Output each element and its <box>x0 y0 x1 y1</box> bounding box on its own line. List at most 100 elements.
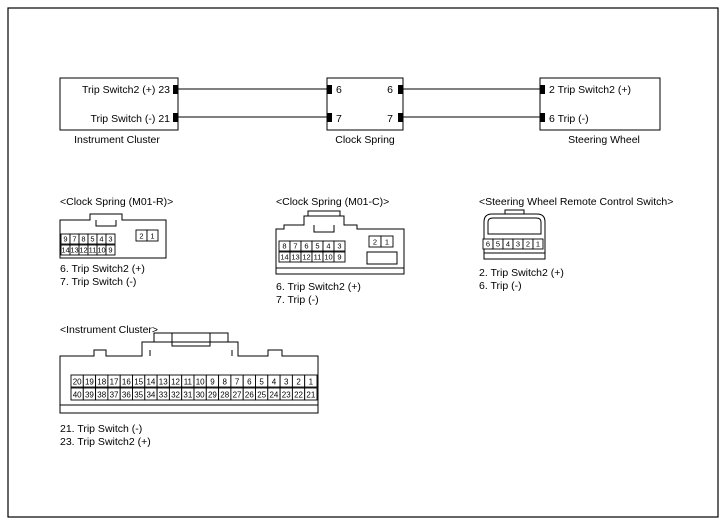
pin-number: 9 <box>63 235 67 244</box>
pin-number: 5 <box>496 240 500 249</box>
pin-number: 32 <box>171 391 180 400</box>
clock-spring-right-pin-7: 7 <box>387 113 393 125</box>
pin-number: 24 <box>269 391 278 400</box>
pin-note: 23. Trip Switch2 (+) <box>60 436 151 448</box>
pin-number: 10 <box>196 378 205 387</box>
steering-wheel-label: Steering Wheel <box>568 134 640 146</box>
pin-number: 15 <box>134 378 143 387</box>
pin-cavity <box>105 233 116 245</box>
pin-number: 1 <box>385 238 389 247</box>
clock-spring-right-pin-6: 6 <box>387 84 393 96</box>
clock-spring-left-pin-7: 7 <box>336 113 342 125</box>
terminal-icon <box>173 113 178 122</box>
pin-number: 23 <box>282 391 291 400</box>
pin-number: 4 <box>272 378 277 387</box>
pin-cavity <box>380 235 394 248</box>
pin-note: 21. Trip Switch (-) <box>60 423 142 435</box>
connector-latch <box>313 225 335 233</box>
pin-number: 12 <box>302 253 310 262</box>
connector-title: <Steering Wheel Remote Control Switch> <box>479 196 673 208</box>
pin-number: 20 <box>73 378 82 387</box>
connector-body <box>483 213 546 260</box>
pin-number: 38 <box>97 391 106 400</box>
pin-number: 1 <box>309 378 314 387</box>
pin-number: 10 <box>324 253 332 262</box>
connector-title: <Instrument Cluster> <box>60 324 158 336</box>
pin-number: 9 <box>210 378 215 387</box>
connector-body <box>59 332 319 414</box>
instrument-cluster-label: Instrument Cluster <box>74 134 160 146</box>
pin-number: 13 <box>159 378 168 387</box>
terminal-icon <box>540 113 545 122</box>
pin-number: 40 <box>73 391 82 400</box>
pin-cavity <box>304 374 318 388</box>
clock-spring-left-pin-6: 6 <box>336 84 342 96</box>
pin-number: 18 <box>97 378 106 387</box>
steering-wheel-block: 2 Trip Switch2 (+) 6 Trip (-) Steering W… <box>539 77 661 146</box>
pin-cavity <box>333 251 346 263</box>
clock-spring-box <box>326 77 404 131</box>
pin-number: 34 <box>146 391 155 400</box>
pin-number: 6 <box>486 240 490 249</box>
cluster-pin-21-label: Trip Switch (-) 21 <box>90 113 170 125</box>
pin-note: 6. Trip (-) <box>479 280 522 292</box>
pin-note: 2. Trip Switch2 (+) <box>479 267 564 279</box>
connector-latch-top <box>171 333 211 347</box>
pin-number: 11 <box>184 378 193 387</box>
pin-note: 6. Trip Switch2 (+) <box>60 263 145 275</box>
pin-cavity <box>105 244 116 256</box>
pin-number: 2 <box>373 238 377 247</box>
pin-number: 1 <box>150 232 154 241</box>
pin-number: 4 <box>99 235 103 244</box>
pin-number: 2 <box>139 232 143 241</box>
terminal-icon <box>398 113 403 122</box>
clock-spring-label: Clock Spring <box>335 134 395 146</box>
terminal-icon <box>540 85 545 94</box>
pin-number: 8 <box>282 242 286 251</box>
cluster-pin-23-label: Trip Switch2 (+) 23 <box>82 84 170 96</box>
pin-number: 5 <box>315 242 319 251</box>
instrument-cluster-box <box>59 77 179 131</box>
pin-number: 33 <box>159 391 168 400</box>
terminal-icon <box>398 85 403 94</box>
pin-number: 4 <box>326 242 330 251</box>
terminal-icon <box>327 85 332 94</box>
pin-note: 7. Trip (-) <box>276 294 319 306</box>
pin-cavity <box>146 229 159 242</box>
pin-number: 39 <box>85 391 94 400</box>
steering-pin-2-label: 2 Trip Switch2 (+) <box>549 84 631 96</box>
connector-steering-wheel-remote: <Steering Wheel Remote Control Switch> 6… <box>479 196 673 292</box>
pin-number: 5 <box>90 235 94 244</box>
pin-number: 3 <box>108 235 112 244</box>
pin-number: 27 <box>233 391 242 400</box>
connector-body <box>59 213 167 259</box>
terminal-icon <box>173 85 178 94</box>
pin-number: 21 <box>306 391 315 400</box>
pin-number: 26 <box>245 391 254 400</box>
pin-number: 3 <box>516 240 520 249</box>
pin-number: 8 <box>223 378 228 387</box>
pin-number: 9 <box>337 253 341 262</box>
connector-key <box>366 251 398 265</box>
pin-number: 36 <box>122 391 131 400</box>
connector-body <box>275 215 405 275</box>
pin-cavity <box>532 238 544 250</box>
connector-latch <box>95 220 117 227</box>
instrument-cluster-block: Trip Switch2 (+) 23 Trip Switch (-) 21 I… <box>59 77 179 146</box>
steering-wheel-box <box>539 77 661 131</box>
pin-number: 4 <box>506 240 510 249</box>
clock-spring-block: 6 7 6 7 Clock Spring <box>326 77 404 146</box>
pin-number: 3 <box>337 242 341 251</box>
pin-number: 2 <box>526 240 530 249</box>
